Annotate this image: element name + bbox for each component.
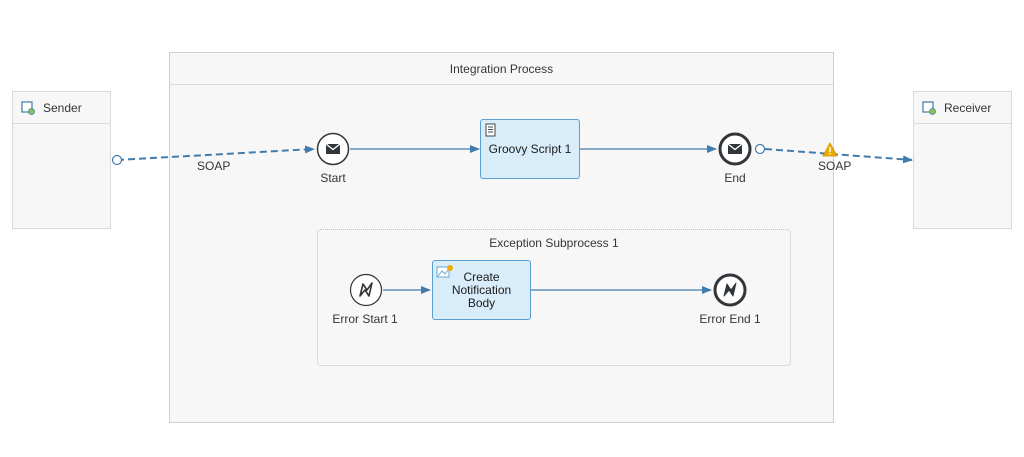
participant-icon <box>922 100 936 115</box>
start-label: Start <box>320 171 346 185</box>
receiver-header: Receiver <box>914 92 1011 124</box>
end-event[interactable] <box>718 132 752 171</box>
receiver-adapter-label: SOAP <box>818 159 852 173</box>
create-notification-line2: Notification Body <box>451 282 512 310</box>
script-icon <box>485 123 496 137</box>
exception-subprocess[interactable]: Exception Subprocess 1 <box>317 229 791 366</box>
sender-header: Sender <box>13 92 110 124</box>
sender-label: Sender <box>43 100 82 115</box>
receiver-label: Receiver <box>944 100 992 115</box>
sender-adapter-label: SOAP <box>197 159 231 173</box>
error-end-label: Error End 1 <box>699 312 761 326</box>
participant-icon <box>21 100 35 115</box>
error-start-event[interactable] <box>349 273 383 312</box>
start-message-event-icon <box>316 132 350 166</box>
receiver-participant[interactable]: Receiver <box>913 91 1012 229</box>
end-message-event-icon <box>718 132 752 166</box>
groovy-script-task[interactable]: Groovy Script 1 <box>480 119 580 179</box>
error-start-icon <box>349 273 383 307</box>
subprocess-title: Exception Subprocess 1 <box>489 236 619 250</box>
pool-title: Integration Process <box>170 53 833 85</box>
content-modifier-icon <box>436 265 453 278</box>
start-event[interactable] <box>316 132 350 171</box>
create-notification-line1: Create <box>463 269 500 284</box>
error-end-icon <box>713 273 747 307</box>
create-notification-body-label: Create Notification Body <box>433 269 530 310</box>
integration-process-pool[interactable]: Integration Process <box>169 52 834 423</box>
end-label: End <box>724 171 746 185</box>
sender-connection-origin <box>111 154 123 166</box>
error-start-label: Error Start 1 <box>332 312 398 326</box>
sender-participant[interactable]: Sender <box>12 91 111 229</box>
create-notification-body-task[interactable]: Create Notification Body <box>432 260 531 320</box>
error-end-event[interactable] <box>713 273 747 312</box>
groovy-script-label: Groovy Script 1 <box>488 141 572 156</box>
